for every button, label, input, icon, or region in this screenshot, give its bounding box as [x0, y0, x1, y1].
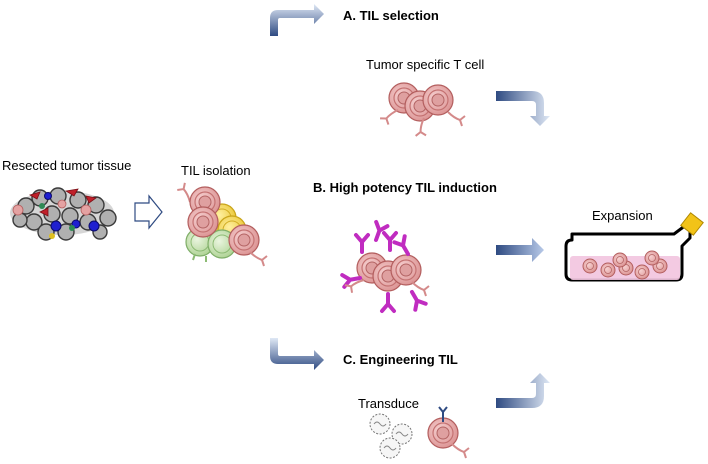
resected-tumor-label: Resected tumor tissue — [2, 158, 132, 173]
engineering-to-expansion-arrow — [496, 373, 550, 408]
til-isolation-label: TIL isolation — [181, 163, 251, 178]
engineering-title: C. Engineering TIL — [343, 352, 458, 367]
arrow-to-selection — [270, 4, 324, 36]
transduction-illustration — [369, 406, 470, 459]
til-isolation-cells — [174, 180, 268, 267]
arrow-to-engineering — [270, 338, 324, 370]
expansion-label: Expansion — [592, 208, 653, 223]
potency-induction-title: B. High potency TIL induction — [313, 180, 497, 195]
tumor-tissue-illustration — [10, 187, 117, 241]
selection-to-expansion-arrow — [496, 91, 550, 126]
tumor-specific-tcells — [378, 82, 466, 140]
transduce-label: Transduce — [358, 396, 419, 411]
hollow-arrow-icon — [134, 194, 163, 230]
potency-to-expansion-arrow — [496, 238, 544, 262]
tumor-specific-label: Tumor specific T cell — [366, 57, 485, 72]
til-selection-title: A. TIL selection — [343, 8, 439, 23]
potency-induction-cells — [340, 219, 430, 313]
expansion-flask-icon — [564, 212, 704, 282]
